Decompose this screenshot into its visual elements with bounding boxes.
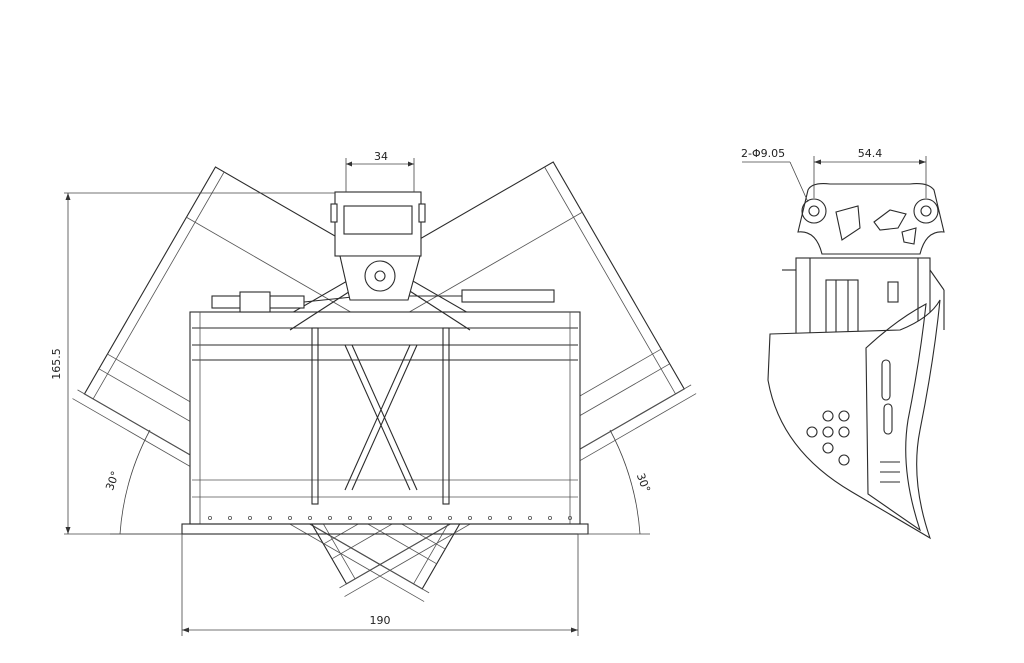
angle-left-label: 30°: [103, 469, 122, 492]
bolt-holes: [207, 516, 573, 521]
head-plate: [797, 183, 945, 255]
side-view: 54.4 2-Φ9.05: [741, 147, 945, 540]
bucket-body-front: [181, 311, 589, 535]
dim-pin-center-label: 54.4: [858, 147, 883, 160]
hydraulic-cylinders: [211, 274, 555, 331]
bucket-profile: [767, 299, 941, 540]
dimension-width: [181, 534, 579, 636]
angle-right-label: 30°: [634, 471, 653, 494]
angle-arc-left: [110, 429, 182, 535]
angle-arc-right: [578, 429, 650, 535]
front-view: 34 165.5 190 30° 30°: [50, 150, 697, 636]
dim-width-label: 190: [370, 614, 391, 627]
dim-pin-spacing-label: 34: [374, 150, 388, 163]
leader-holes: [742, 161, 809, 203]
dim-holes-label: 2-Φ9.05: [741, 147, 785, 160]
dimension-pin-spacing: [345, 158, 415, 192]
mounting-bracket: [330, 191, 426, 301]
dim-height-label: 165.5: [50, 348, 63, 380]
dimension-pin-center: [813, 156, 927, 198]
